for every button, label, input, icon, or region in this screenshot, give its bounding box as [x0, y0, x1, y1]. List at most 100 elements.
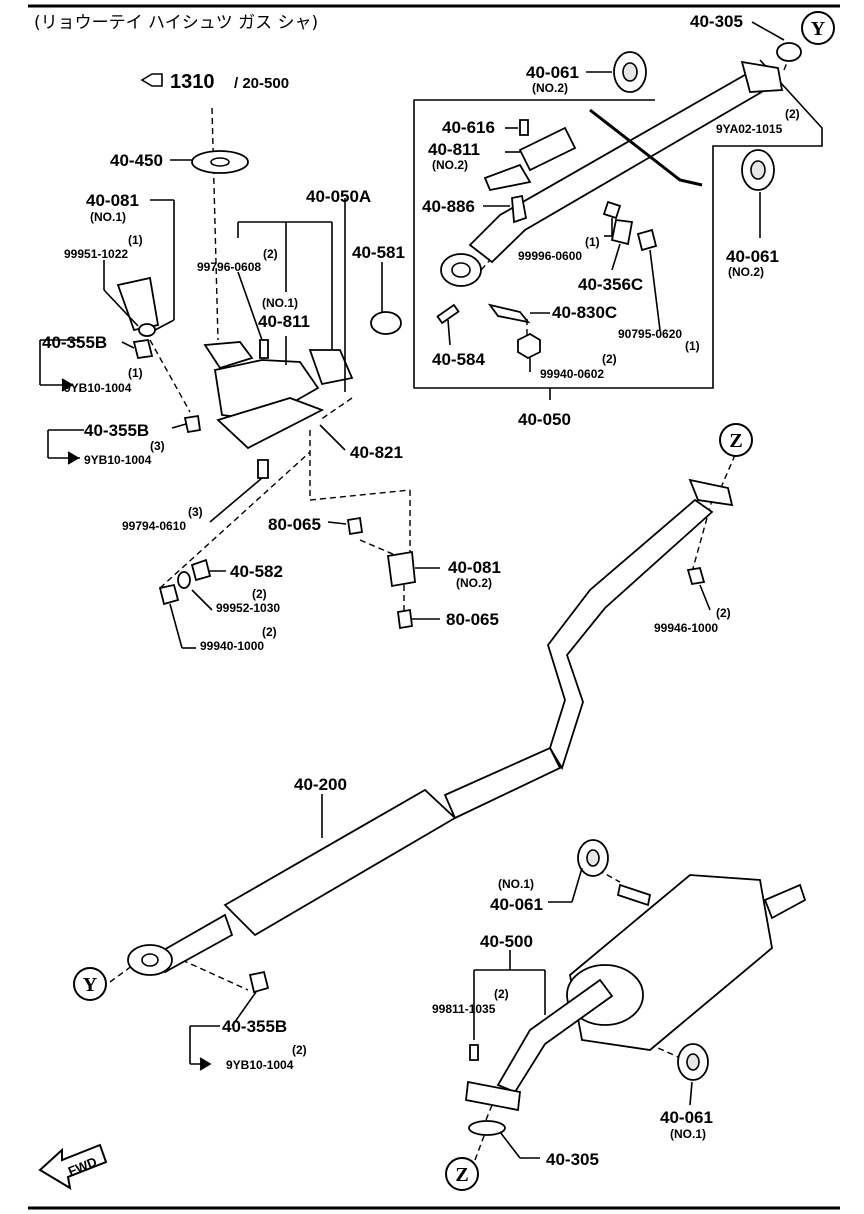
part-label-l48[interactable]: 40-081 — [448, 558, 501, 577]
rubber-hanger-no1-lower[interactable] — [677, 1043, 709, 1081]
front-pipe-assembly[interactable] — [436, 60, 784, 360]
part-label-l45[interactable]: 99952-1030 — [216, 601, 280, 615]
part-label-l58[interactable]: 99811-1035 — [432, 1002, 496, 1016]
part-label-l03[interactable]: (NO.2) — [532, 81, 568, 95]
rubber-hanger-no2-right[interactable] — [741, 149, 775, 191]
marker-circle — [445, 1157, 479, 1191]
part-number-labels: 40-30540-061(NO.2)(2)9YA02-101540-61640-… — [42, 12, 800, 1169]
part-label-l09[interactable]: 40-886 — [422, 197, 475, 216]
part-label-l60[interactable]: (2) — [292, 1043, 307, 1057]
part-label-l24[interactable]: (NO.1) — [90, 210, 126, 224]
gasket-40-305-top[interactable] — [776, 42, 802, 62]
stud-bolt — [436, 303, 460, 325]
rubber-hanger-no2-top[interactable] — [613, 51, 647, 93]
part-label-l44[interactable]: (2) — [252, 587, 267, 601]
marker-letter: Y — [83, 974, 98, 996]
part-label-l50[interactable]: 80-065 — [446, 610, 499, 629]
nut-99940-0602 — [517, 332, 541, 360]
part-label-l37[interactable]: (3) — [150, 439, 165, 453]
pointing-hand-icon — [140, 73, 163, 87]
part-label-l61[interactable]: 9YB10-1004 — [226, 1058, 294, 1072]
part-label-l02[interactable]: 40-061 — [526, 63, 579, 82]
part-label-l41[interactable]: 99794-0610 — [122, 519, 186, 533]
part-label-l47[interactable]: 99940-1000 — [200, 639, 264, 653]
reference-main: 1310 — [170, 71, 215, 93]
part-label-l19[interactable]: (2) — [602, 352, 617, 366]
part-label-l08[interactable]: (NO.2) — [432, 158, 468, 172]
part-label-l59[interactable]: 40-355B — [222, 1017, 287, 1036]
rubber-hanger-no1-upper[interactable] — [577, 839, 609, 877]
gasket-40-305-bottom — [468, 1120, 506, 1136]
part-label-l40[interactable]: (3) — [188, 505, 203, 519]
part-label-l28[interactable]: (2) — [263, 247, 278, 261]
part-label-l54[interactable]: (NO.1) — [498, 877, 534, 891]
converter-assembly-40-050a[interactable] — [116, 150, 416, 630]
part-label-l38[interactable]: 9YB10-1004 — [84, 453, 152, 467]
part-label-l49[interactable]: (NO.2) — [456, 576, 492, 590]
part-label-l10[interactable]: 40-061 — [726, 247, 779, 266]
diagram-title: (リョウーテイ ハイシュツ ガス シャ) — [34, 13, 318, 33]
part-label-l12[interactable]: (1) — [585, 235, 600, 249]
clamp-40-356c — [610, 219, 634, 246]
part-label-l06[interactable]: 40-616 — [442, 118, 495, 137]
silencer-inlet-flange — [465, 1080, 521, 1112]
part-label-l63[interactable]: (NO.1) — [670, 1127, 706, 1141]
part-label-l43[interactable]: 40-582 — [230, 562, 283, 581]
part-label-l39[interactable]: 40-821 — [350, 443, 403, 462]
part-label-l42[interactable]: 80-065 — [268, 515, 321, 534]
part-label-l36[interactable]: 40-355B — [84, 421, 149, 440]
part-label-l14[interactable]: 40-356C — [578, 275, 643, 294]
part-label-l11[interactable]: (NO.2) — [728, 265, 764, 279]
part-label-l57[interactable]: (2) — [494, 987, 509, 1001]
hanger-rod — [589, 108, 703, 187]
part-label-l04[interactable]: (2) — [785, 107, 800, 121]
part-label-l07[interactable]: 40-811 — [428, 140, 480, 159]
gasket-40-581 — [370, 311, 402, 335]
part-label-l64[interactable]: 40-305 — [546, 1150, 599, 1169]
part-label-l33[interactable]: 40-355B — [42, 333, 107, 352]
bracket-40-081-no1 — [116, 276, 160, 332]
part-label-l25[interactable]: (1) — [128, 233, 143, 247]
part-label-l62[interactable]: 40-061 — [660, 1108, 713, 1127]
part-label-l52[interactable]: 99946-1000 — [654, 621, 718, 635]
part-label-l30[interactable]: 40-581 — [352, 243, 405, 262]
part-label-l15[interactable]: 40-830C — [552, 303, 617, 322]
center-pipe-40-200[interactable] — [127, 478, 734, 994]
part-label-l17[interactable]: 90795-0620 — [618, 327, 682, 341]
center-pipe-front-flange — [127, 944, 173, 976]
part-label-l22[interactable]: 40-450 — [110, 151, 163, 170]
bracket-40-830c — [487, 303, 531, 324]
part-label-l01[interactable]: 40-305 — [690, 12, 743, 31]
part-label-l32[interactable]: 40-811 — [258, 312, 310, 331]
reference-sub: / 20-500 — [234, 75, 289, 92]
marker-circle — [801, 11, 835, 45]
part-label-l18[interactable]: 40-584 — [432, 350, 485, 369]
part-label-l05[interactable]: 9YA02-1015 — [716, 122, 783, 136]
part-label-l46[interactable]: (2) — [262, 625, 277, 639]
part-label-l20[interactable]: 99940-0602 — [540, 367, 604, 381]
part-label-l55[interactable]: 40-061 — [490, 895, 543, 914]
part-label-l51[interactable]: (2) — [716, 606, 731, 620]
part-label-l35[interactable]: 9YB10-1004 — [64, 381, 132, 395]
part-label-l27[interactable]: 40-050A — [306, 187, 371, 206]
fwd-direction-arrow: FWD — [38, 1143, 108, 1190]
part-label-l16[interactable]: (1) — [685, 339, 700, 353]
part-label-l31[interactable]: (NO.1) — [262, 296, 298, 310]
part-label-l53[interactable]: 40-200 — [294, 775, 347, 794]
reference-callout[interactable]: 1310 / 20-500 — [140, 71, 289, 93]
part-label-l29[interactable]: 99796-0608 — [197, 260, 261, 274]
part-label-l13[interactable]: 99996-0600 — [518, 249, 582, 263]
main-silencer-40-500[interactable] — [465, 874, 807, 1136]
front-pipe-inlet-flange — [440, 253, 482, 287]
nut-99940-1000 — [158, 583, 180, 606]
pipe-clamp — [511, 194, 528, 224]
part-label-l26[interactable]: 99951-1022 — [64, 247, 128, 261]
part-label-l34[interactable]: (1) — [128, 366, 143, 380]
part-label-l56[interactable]: 40-500 — [480, 932, 533, 951]
center-pipe-resonator — [223, 788, 457, 937]
part-label-l21[interactable]: 40-050 — [518, 410, 571, 429]
connection-marker-y: Y — [73, 967, 107, 1001]
part-label-l23[interactable]: 40-081 — [86, 191, 139, 210]
